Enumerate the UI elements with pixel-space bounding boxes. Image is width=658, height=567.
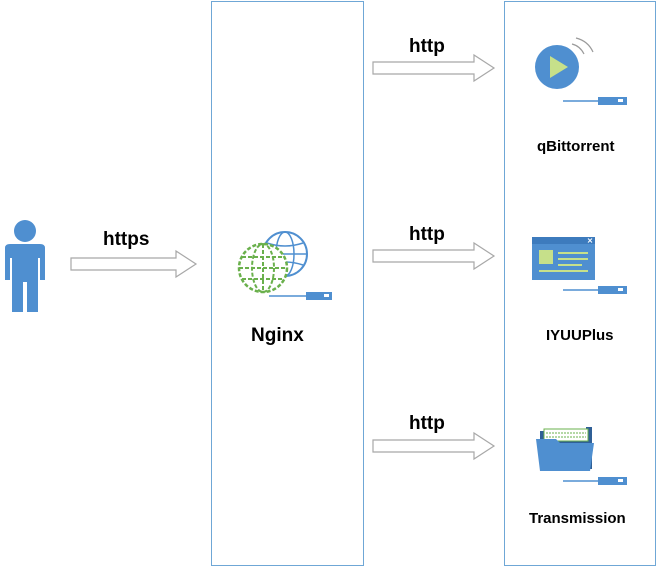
web-server-globe-icon bbox=[237, 231, 332, 300]
https-arrow bbox=[70, 249, 198, 279]
http-arrow-3 bbox=[372, 431, 496, 461]
qbittorrent-label: qBittorrent bbox=[537, 138, 615, 155]
iyuuplus-label: IYUUPlus bbox=[546, 327, 614, 344]
http-arrow-1 bbox=[372, 53, 496, 83]
browser-window-icon bbox=[532, 237, 627, 294]
http-label-2: http bbox=[409, 224, 445, 245]
services-container bbox=[504, 1, 656, 566]
nginx-container bbox=[211, 1, 364, 566]
http-arrow-2 bbox=[372, 241, 496, 271]
https-label: https bbox=[103, 229, 150, 250]
nginx-label: Nginx bbox=[251, 325, 304, 346]
transmission-label: Transmission bbox=[529, 510, 626, 527]
http-label-1: http bbox=[409, 36, 445, 57]
user-icon bbox=[5, 220, 45, 312]
http-label-3: http bbox=[409, 413, 445, 434]
folder-icon bbox=[536, 427, 627, 485]
play-media-icon bbox=[535, 37, 627, 105]
